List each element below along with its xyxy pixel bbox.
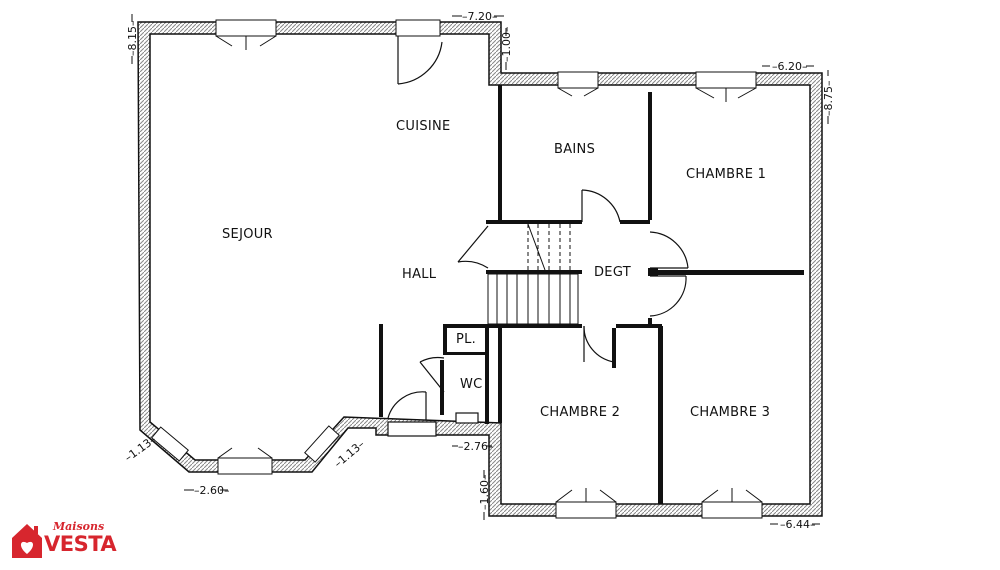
dim-right-width: –6.20– [772,60,808,73]
dim-bay-front: –2.60– [194,484,230,497]
windows [151,19,763,519]
label-chambre-1: CHAMBRE 1 [686,167,766,182]
label-hall: HALL [402,267,437,282]
room-labels: SEJOUR CUISINE HALL BAINS CHAMBRE 1 DEGT… [222,119,770,420]
label-pl: PL. [456,332,476,347]
dim-right-height: –8.75– [822,81,835,117]
dim-left-height: –8.15– [126,21,139,57]
dim-bottom-width: –6.44– [780,518,816,531]
label-bains: BAINS [554,142,595,157]
label-sejour: SEJOUR [222,227,273,242]
label-wc: WC [460,377,483,392]
dim-bay-left: –1.13– [122,433,158,464]
staircase [487,223,579,325]
label-chambre-2: CHAMBRE 2 [540,405,620,420]
vesta-logo: Maisons VESTA [8,520,117,564]
dim-bottom-step: –1.60– [478,475,491,511]
logo-main-text: VESTA [44,532,117,556]
logo-script-text: Maisons [53,520,105,533]
doors [387,36,689,437]
dim-top-width: –7.20– [462,10,498,23]
dim-entry: –2.76– [458,440,494,453]
dimension-lines [131,14,829,525]
interior-walls [379,85,804,504]
house-heart-icon [12,524,42,558]
label-cuisine: CUISINE [396,119,451,134]
label-chambre-3: CHAMBRE 3 [690,405,770,420]
dim-step: –1.00– [500,27,513,63]
label-degt: DEGT [594,265,631,280]
